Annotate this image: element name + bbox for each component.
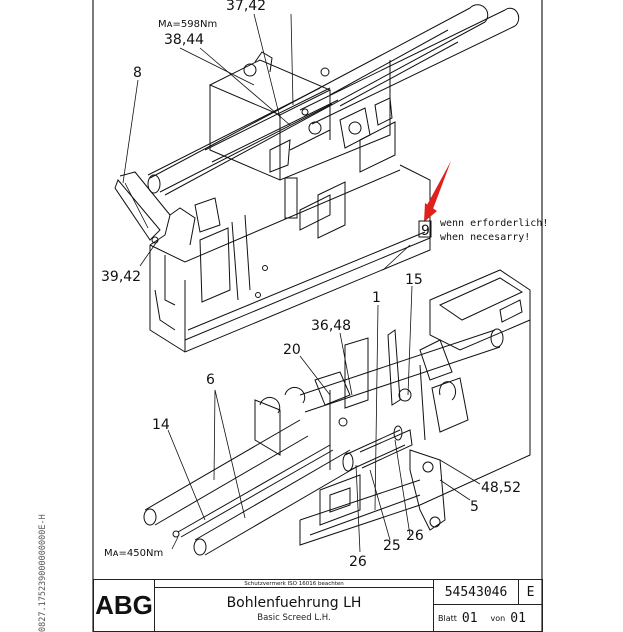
drawing-subtitle: Basic Screed L.H.: [257, 613, 331, 623]
label-6: 6: [206, 372, 215, 388]
label-9: 9: [421, 223, 430, 239]
label-26-left: 26: [349, 554, 367, 570]
note-en: when necesarry!: [440, 232, 530, 243]
label-torque-450: Mᴀ=450Nm: [104, 548, 163, 559]
label-20: 20: [283, 342, 301, 358]
label-36-48: 36,48: [311, 318, 351, 334]
label-37-42: 37,42: [226, 0, 266, 14]
callout-arrow: [424, 161, 451, 222]
label-39-42: 39,42: [101, 269, 141, 285]
sheet-cell: Blatt 01 von 01: [433, 604, 543, 632]
label-38-44: 38,44: [164, 32, 204, 48]
item-9-box: [418, 220, 432, 238]
label-5: 5: [470, 499, 479, 515]
label-25: 25: [383, 538, 401, 554]
sheet-label: Blatt: [438, 613, 457, 623]
sheet-total: 01: [510, 610, 526, 626]
side-code: 0827.175239000000000E-H: [38, 514, 48, 632]
label-48-52: 48,52: [481, 480, 521, 496]
title-cell: Bohlenfuehrung LH Basic Screed L.H.: [154, 587, 434, 632]
drawing-title: Bohlenfuehrung LH: [226, 595, 362, 611]
label-8: 8: [133, 65, 142, 81]
label-1: 1: [372, 290, 381, 306]
leader-lines: [122, 13, 481, 553]
note-de: wenn erforderlich!: [440, 218, 548, 229]
title-block: ABG Schutzvermerk ISO 16016 beachten Boh…: [93, 579, 543, 632]
sheet-number: 01: [461, 610, 478, 626]
doc-number: 54543046: [433, 579, 519, 605]
label-14: 14: [152, 417, 170, 433]
label-26-right: 26: [406, 528, 424, 544]
upper-assembly: [114, 4, 520, 353]
label-15: 15: [405, 272, 423, 288]
lower-assembly: [143, 269, 531, 556]
of-label: von: [490, 613, 506, 623]
company-logo: ABG: [93, 579, 155, 632]
label-torque-598: Mᴀ=598Nm: [158, 19, 217, 30]
revision: E: [518, 579, 543, 605]
